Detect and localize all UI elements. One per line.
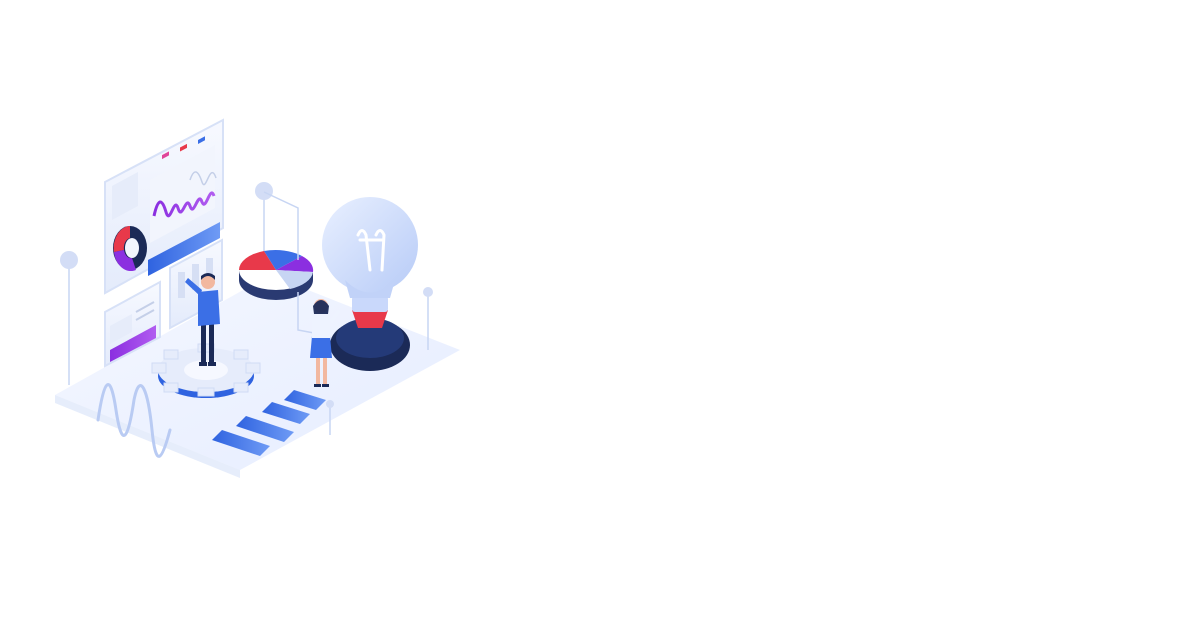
dashboard-panel-icon	[104, 118, 224, 295]
lightbulb-icon	[322, 197, 418, 371]
pie-chart-icon	[238, 249, 314, 300]
signal-wave-icon	[96, 383, 172, 458]
bar-stripes-icon	[212, 390, 326, 456]
woman-figure	[310, 299, 340, 387]
pin-right	[423, 287, 433, 350]
donut-chart-icon	[113, 226, 147, 272]
pin-front	[326, 400, 334, 435]
man-figure	[185, 273, 220, 366]
wave-chart-icon	[152, 191, 216, 218]
analytics-illustration	[55, 118, 460, 478]
pin-left	[60, 251, 78, 385]
report-panel-icon	[104, 280, 161, 368]
